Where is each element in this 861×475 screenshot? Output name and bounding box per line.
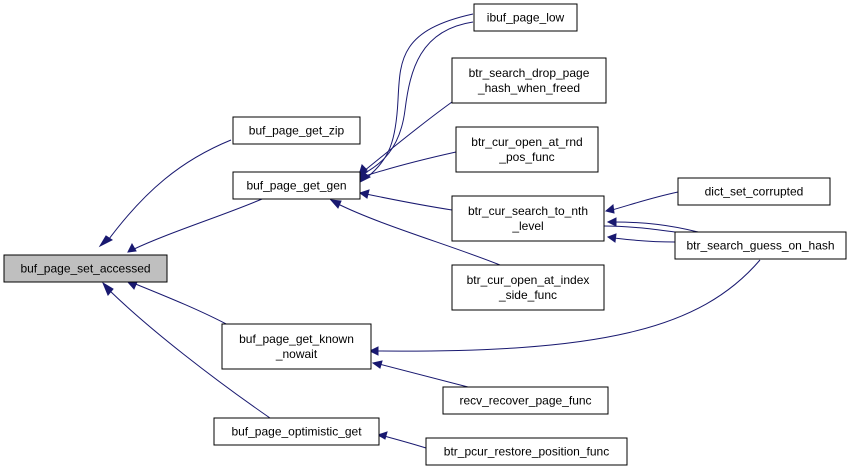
- edge-line: [131, 198, 263, 251]
- edge-arrowhead: [606, 233, 617, 243]
- node-box: [455, 126, 599, 173]
- edge-arrowhead: [127, 242, 137, 253]
- node-label: _pos_func: [498, 150, 554, 164]
- edge-dict-to-search_nth: [604, 191, 679, 214]
- node-label: _level: [511, 219, 543, 233]
- node-box: [221, 323, 372, 370]
- node-label: btr_cur_open_at_index: [467, 273, 590, 287]
- edge-line: [365, 193, 453, 211]
- edge-line: [613, 237, 676, 243]
- edge-get_known-to-set_accessed: [125, 280, 231, 327]
- edge-arrowhead: [329, 199, 342, 209]
- node-set-accessed[interactable]: buf_page_set_accessed: [3, 254, 168, 283]
- node-recv[interactable]: recv_recover_page_func: [442, 386, 609, 415]
- edge-line: [364, 151, 457, 177]
- edge-search_nth-to-get_gen: [358, 189, 453, 211]
- node-label: btr_search_guess_on_hash: [686, 239, 834, 253]
- node-open-index[interactable]: btr_cur_open_at_index_side_func: [451, 264, 605, 311]
- node-box: [473, 3, 578, 32]
- node-box: [442, 386, 609, 415]
- edge-line: [132, 282, 231, 327]
- edge-line: [107, 288, 271, 419]
- edge-line: [613, 221, 699, 233]
- node-label: _hash_when_freed: [477, 81, 580, 95]
- edge-line: [335, 202, 501, 266]
- node-open-rnd[interactable]: btr_cur_open_at_rnd_pos_func: [455, 126, 599, 173]
- node-box: [232, 116, 361, 145]
- node-box: [451, 264, 605, 311]
- edge-line: [362, 21, 474, 175]
- edge-arrowhead: [606, 217, 617, 227]
- edge-arrowhead: [371, 360, 383, 369]
- edge-arrowhead: [98, 235, 113, 248]
- node-pcur[interactable]: btr_pcur_restore_position_func: [425, 437, 628, 466]
- call-nodes: buf_page_set_accessed buf_page_get_zipbuf…: [3, 3, 847, 466]
- node-box: [232, 171, 361, 200]
- node-label: buf_page_get_zip: [249, 124, 345, 138]
- edge-get_gen-to-set_accessed: [127, 198, 263, 253]
- edge-get_zip-to-set_accessed: [98, 139, 232, 248]
- node-label: _nowait: [275, 347, 318, 361]
- node-label: buf_page_set_accessed: [20, 262, 150, 276]
- node-label: buf_page_get_known: [239, 332, 354, 346]
- node-box: [213, 417, 380, 446]
- edge-line: [375, 259, 761, 352]
- edge-line: [378, 363, 469, 388]
- node-dict[interactable]: dict_set_corrupted: [677, 177, 831, 206]
- node-label: buf_page_get_gen: [246, 179, 346, 193]
- node-guess[interactable]: btr_search_guess_on_hash: [674, 231, 847, 260]
- node-label: btr_pcur_restore_position_func: [444, 445, 609, 459]
- node-box: [451, 195, 605, 242]
- node-search-nth[interactable]: btr_cur_search_to_nth_level: [451, 195, 605, 242]
- edge-open_index-to-get_gen: [329, 199, 501, 266]
- edge-guess-to-get_known: [368, 259, 761, 356]
- call-edges: [98, 13, 761, 449]
- edge-arrowhead: [376, 431, 388, 440]
- edge-line: [363, 101, 453, 172]
- edge-line: [383, 435, 427, 449]
- node-label: ibuf_page_low: [487, 11, 565, 25]
- edge-arrowhead: [604, 204, 615, 214]
- node-label: btr_cur_search_to_nth: [468, 204, 588, 218]
- edge-arrowhead: [101, 281, 114, 296]
- node-box: [451, 57, 607, 104]
- node-ibuf-low[interactable]: ibuf_page_low: [473, 3, 578, 32]
- node-drop-hash[interactable]: btr_search_drop_page_hash_when_freed: [451, 57, 607, 104]
- node-box: [677, 177, 831, 206]
- edge-optimistic-to-set_accessed: [101, 281, 271, 419]
- edge-line: [611, 191, 679, 211]
- edge-pcur-to-optimistic: [376, 431, 427, 449]
- edge-arrowhead: [368, 346, 379, 356]
- edge-arrowhead: [358, 189, 370, 199]
- edge-line: [105, 139, 232, 244]
- node-box: [674, 231, 847, 260]
- node-get-known[interactable]: buf_page_get_known_nowait: [221, 323, 372, 370]
- node-optimistic[interactable]: buf_page_optimistic_get: [213, 417, 380, 446]
- node-label: buf_page_optimistic_get: [231, 425, 362, 439]
- node-get-zip[interactable]: buf_page_get_zip: [232, 116, 361, 145]
- node-label: dict_set_corrupted: [705, 185, 804, 199]
- node-label: btr_search_drop_page: [469, 66, 590, 80]
- node-box: [425, 437, 628, 466]
- edge-arrowhead: [358, 168, 367, 179]
- node-label: _side_func: [498, 288, 557, 302]
- edge-open_rnd-to-get_gen: [358, 151, 457, 179]
- edge-guess-to-search_nth: [606, 233, 676, 243]
- node-get-gen[interactable]: buf_page_get_gen: [232, 171, 361, 200]
- node-label: btr_cur_open_at_rnd: [471, 135, 582, 149]
- node-box: [3, 254, 168, 283]
- edge-recv-to-get_known: [371, 360, 469, 388]
- edge-guess-to-search_nth: [606, 217, 699, 233]
- node-label: recv_recover_page_func: [459, 394, 591, 408]
